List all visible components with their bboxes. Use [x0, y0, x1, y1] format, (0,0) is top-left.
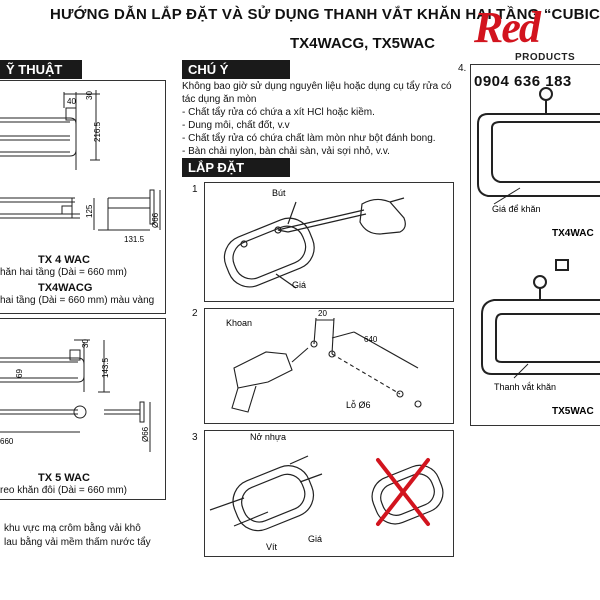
caution-item: - Bàn chải nylon, bàn chải sàn, vải sợi …: [182, 146, 390, 157]
step-4-label-towel-shelf: Giá để khăn: [492, 204, 541, 214]
step-3-drawing: Nở nhựa Giá Vít: [209, 432, 444, 552]
tx4-title: TX 4 WAC: [38, 254, 90, 266]
dim-diameter-b: Ø66: [141, 426, 150, 442]
section-technical-title: Ỹ THUẬT: [0, 60, 82, 79]
dim-131: 131.5: [124, 235, 145, 244]
dim-30: 30: [85, 91, 94, 100]
dim-40: 40: [67, 97, 76, 106]
step-4-label-towel-bar: Thanh vắt khăn: [494, 382, 556, 392]
step-1-box: [204, 182, 454, 302]
caution-item: - Chất tẩy rửa có chứa a xít HCl hoặc ki…: [182, 107, 375, 118]
step-1-number: 1: [192, 184, 198, 195]
dim-216: 216.5: [93, 121, 102, 142]
step-2-label-hole: Lỗ Ø6: [346, 400, 371, 410]
step-3-box: [204, 430, 454, 557]
step-4-drawing: Giá để khăn TX4WAC Thanh vắt khăn TX5WAC: [477, 87, 600, 417]
tx5-title: TX 5 WAC: [38, 472, 90, 484]
section-install-title: LẮP ĐẶT: [182, 158, 290, 177]
step-3-number: 3: [192, 432, 198, 443]
phone-number: 0904 636 183: [474, 73, 572, 90]
caution-item: - Chất tẩy rửa có chứa chất làm mòn như …: [182, 133, 436, 144]
dim-660: 660: [0, 437, 14, 446]
step-2-drawing: Khoan 20 640 Lỗ Ø6: [226, 309, 422, 413]
caution-item: - Dung môi, chất đốt, v.v: [182, 120, 290, 131]
tx5-spec-box: [0, 318, 166, 500]
step-1-label-pen: Bút: [272, 188, 286, 198]
tx4g-title: TX4WACG: [38, 282, 93, 294]
page-title: HƯỚNG DẪN LẮP ĐẶT VÀ SỬ DỤNG THANH VẮT K…: [50, 6, 600, 23]
step-4-number: 4.: [458, 63, 467, 74]
step-4-label-tx4: TX4WAC: [552, 228, 594, 239]
step-4-box: [470, 64, 600, 426]
dim-125: 125: [85, 204, 94, 218]
step-1-drawing: Bút Giá: [223, 188, 406, 290]
tx4-spec-box: [0, 80, 166, 314]
tx4-technical-drawing: 30 40 216.5 125 131.5 Ø66: [0, 90, 161, 244]
step-3-label-anchor: Nở nhựa: [250, 432, 286, 442]
caution-intro: Không bao giờ sử dụng nguyên liệu hoặc d…: [182, 81, 452, 105]
dim-69: 69: [15, 369, 24, 378]
tx5-description: reo khăn đôi (Dài = 660 mm): [0, 485, 128, 496]
tx4g-description: hai tầng (Dài = 660 mm) màu vàng: [0, 295, 155, 306]
step-1-label-bracket: Giá: [292, 280, 306, 290]
page-subtitle: TX4WACG, TX5WAC: [290, 35, 436, 52]
note-line-1: khu vực mạ crôm bằng vải khô: [4, 523, 141, 534]
step-2-label-drill: Khoan: [226, 318, 252, 328]
step-2-dim-640: 640: [364, 335, 378, 344]
brand-logo: Red: [474, 3, 541, 52]
step-3-label-bracket: Giá: [308, 534, 322, 544]
step-2-number: 2: [192, 308, 198, 319]
tx5-technical-drawing: 30 143.5 69 660 Ø66: [0, 339, 151, 452]
dim-diameter: Ø66: [151, 212, 160, 228]
section-caution-title: CHÚ Ý: [182, 60, 290, 79]
step-2-dim-20: 20: [318, 309, 327, 318]
tx4-description: hăn hai tầng (Dài = 660 mm): [0, 267, 128, 278]
step-2-box: [204, 308, 454, 424]
dim-30-b: 30: [81, 339, 90, 348]
step-4-label-tx5: TX5WAC: [552, 406, 594, 417]
note-line-2: lau bằng vải mềm thấm nước tẩy: [4, 537, 151, 548]
step-3-label-screw: Vít: [266, 542, 278, 552]
dim-143: 143.5: [101, 357, 110, 378]
brand-logo-sub: PRODUCTS: [515, 52, 576, 63]
